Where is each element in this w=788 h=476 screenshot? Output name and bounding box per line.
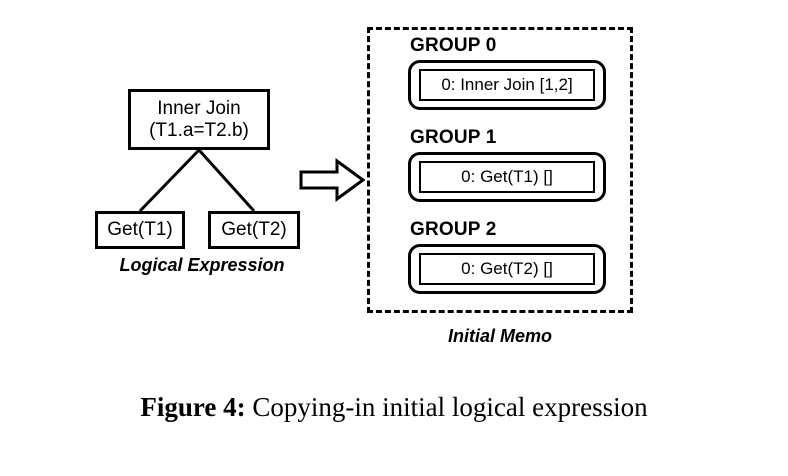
logical-node-get-t2[interactable]: Get(T2)	[208, 211, 300, 249]
get-t2-label: Get(T2)	[221, 219, 287, 241]
memo-group-0-expression-0[interactable]: 0: Inner Join [1,2]	[419, 69, 595, 102]
inner-join-predicate-label: (T1.a=T2.b)	[149, 119, 249, 141]
memo-group-1-expression-0[interactable]: 0: Get(T1) []	[419, 161, 595, 194]
memo-group-2-shell: 0: Get(T2) []	[408, 244, 606, 295]
inner-join-operator-label: Inner Join	[157, 98, 241, 120]
initial-memo-panel: GROUP 0 0: Inner Join [1,2] GROUP 1 0: G…	[367, 27, 633, 313]
figure-caption: Figure 4: Copying-in initial logical exp…	[0, 392, 788, 423]
memo-group-0[interactable]: GROUP 0 0: Inner Join [1,2]	[408, 35, 606, 111]
logical-node-inner-join[interactable]: Inner Join (T1.a=T2.b)	[128, 89, 270, 150]
figure-caption-text: Copying-in initial logical expression	[252, 392, 648, 422]
memo-group-2-title: GROUP 2	[410, 219, 497, 240]
memo-group-1[interactable]: GROUP 1 0: Get(T1) []	[408, 127, 606, 203]
memo-group-1-shell: 0: Get(T1) []	[408, 152, 606, 203]
memo-group-2-expression-0[interactable]: 0: Get(T2) []	[419, 253, 595, 286]
get-t1-label: Get(T1)	[107, 219, 173, 241]
initial-memo-caption: Initial Memo	[447, 326, 552, 346]
edge-join-to-get2	[197, 148, 256, 213]
memo-group-1-title: GROUP 1	[410, 127, 497, 148]
memo-group-0-title: GROUP 0	[410, 35, 497, 56]
memo-group-0-shell: 0: Inner Join [1,2]	[408, 60, 606, 111]
figure-caption-label: Figure 4:	[140, 392, 246, 422]
logical-node-get-t1[interactable]: Get(T1)	[95, 211, 185, 249]
logical-expression-caption: Logical Expression	[119, 255, 285, 275]
memo-group-2[interactable]: GROUP 2 0: Get(T2) []	[408, 219, 606, 295]
edge-join-to-get1	[138, 148, 201, 213]
right-block-arrow-icon	[299, 158, 365, 202]
